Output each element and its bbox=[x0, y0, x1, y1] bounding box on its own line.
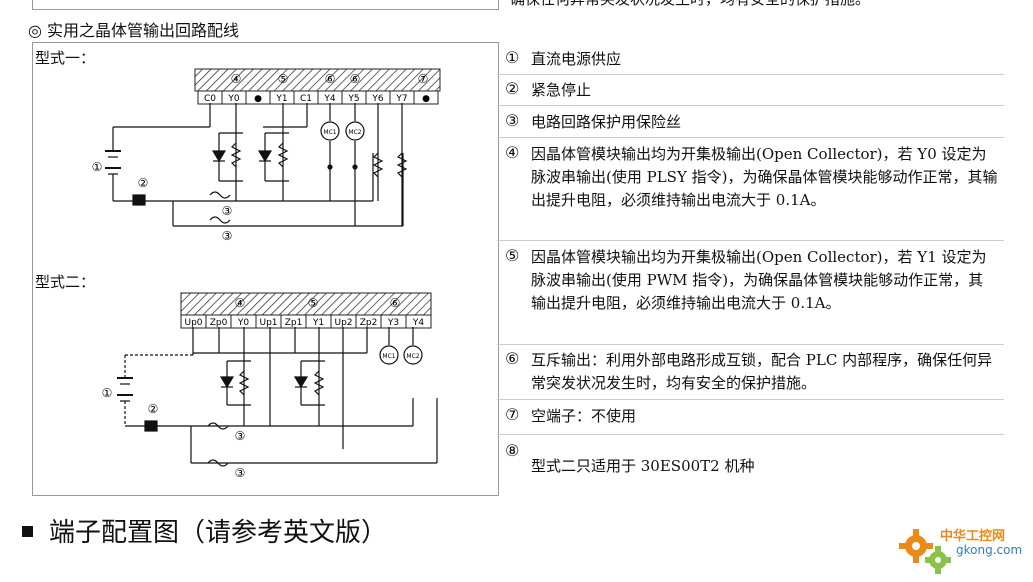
note-number: ① bbox=[505, 48, 520, 67]
terminal-label: Y0 bbox=[237, 318, 249, 328]
callout-marker: ④ bbox=[235, 296, 246, 310]
logo-text-url: gkong.com bbox=[956, 543, 1023, 557]
callout-marker: ① bbox=[92, 160, 103, 174]
terminal-label: Zp0 bbox=[210, 318, 228, 328]
gear-icon bbox=[899, 529, 951, 574]
terminal-label: Zp1 bbox=[285, 318, 303, 328]
terminal-label: Y1 bbox=[312, 318, 324, 328]
callout-marker: ③ bbox=[222, 204, 233, 218]
terminal-label: C0 bbox=[204, 94, 216, 104]
section-title: ◎ 实用之晶体管输出回路配线 bbox=[28, 21, 240, 40]
type2-label: 型式二： bbox=[35, 273, 96, 291]
top-note-fragment: 确保任何异常突发状况发生时，均有安全的保护措施。 bbox=[510, 0, 870, 9]
type2-callouts: ④ ⑤ ⑥ ① ② ③ ③ bbox=[102, 296, 401, 480]
terminal-label: ● bbox=[422, 94, 430, 104]
note-item: ⑥ 互斥输出：利用外部电路形成互锁，配合 PLC 内部程序，确保任何异常突发状况… bbox=[497, 345, 1004, 400]
note-item: ② 紧急停止 bbox=[497, 75, 1004, 106]
note-text: 电路回路保护用保险丝 bbox=[531, 113, 682, 131]
terminal-cell bbox=[413, 90, 439, 105]
note-item: ⑦ 空端子：不使用 bbox=[497, 400, 1004, 435]
note-number: ③ bbox=[505, 111, 520, 130]
bottom-heading: 端子配置图（请参考英文版） bbox=[22, 512, 387, 549]
note-text: 互斥输出：利用外部电路形成互锁，配合 PLC 内部程序，确保任何异常突发状况发生… bbox=[531, 351, 993, 392]
callout-marker: ⑤ bbox=[308, 296, 319, 310]
note-number: ④ bbox=[505, 143, 520, 162]
gkong-logo: 中华工控网 gkong.com bbox=[894, 520, 1029, 578]
terminal-label: Up0 bbox=[184, 318, 202, 328]
terminal-label: Y6 bbox=[371, 94, 383, 104]
type2-mc2-label: MC2 bbox=[406, 353, 419, 360]
note-item: ④ 因晶体管模块输出均为开集极输出(Open Collector)，若 Y0 设… bbox=[497, 138, 1004, 241]
callout-marker: ② bbox=[148, 402, 159, 416]
callout-marker: ⑥ bbox=[350, 72, 361, 86]
terminal-label: Y4 bbox=[323, 94, 335, 104]
square-bullet-icon bbox=[22, 525, 33, 537]
terminal-label: Up1 bbox=[259, 318, 277, 328]
note-text: 因晶体管模块输出均为开集极输出(Open Collector)，若 Y0 设定为… bbox=[531, 145, 998, 209]
note-item: ⑤ 因晶体管模块输出均为开集极输出(Open Collector)，若 Y1 设… bbox=[497, 241, 1004, 345]
note-text: 直流电源供应 bbox=[531, 50, 622, 68]
callout-marker: ① bbox=[102, 386, 113, 400]
note-number: ⑤ bbox=[505, 246, 520, 265]
note-number: ② bbox=[505, 79, 520, 98]
callout-marker: ⑥ bbox=[325, 72, 336, 86]
type2-components bbox=[144, 345, 423, 467]
note-item: ③ 电路回路保护用保险丝 bbox=[497, 106, 1004, 138]
callout-marker: ④ bbox=[231, 72, 242, 86]
note-number: ⑧ bbox=[505, 441, 520, 460]
type2-terminal-strip: Up0 Zp0 Y0 Up1 Zp1 Y1 Up2 Zp2 Y3 Y4 bbox=[180, 314, 432, 329]
type1-wires bbox=[105, 103, 404, 227]
terminal-label: ● bbox=[254, 94, 262, 104]
type1-label: 型式一： bbox=[35, 49, 96, 67]
note-number: ⑥ bbox=[505, 349, 520, 368]
callout-marker: ⑦ bbox=[418, 72, 429, 86]
note-text: 紧急停止 bbox=[531, 81, 592, 99]
terminal-cell bbox=[405, 314, 432, 329]
type2-wires bbox=[117, 327, 438, 464]
callout-marker: ⑥ bbox=[390, 296, 401, 310]
callout-marker: ③ bbox=[235, 466, 246, 480]
callout-marker: ③ bbox=[235, 429, 246, 443]
type1-mc2-label: MC2 bbox=[348, 129, 361, 136]
terminal-label: Y3 bbox=[387, 318, 399, 328]
callout-marker: ② bbox=[138, 176, 149, 190]
top-cut-box bbox=[32, 0, 499, 10]
type2-mc1-label: MC1 bbox=[382, 353, 395, 360]
type1-mc1-label: MC1 bbox=[323, 129, 336, 136]
note-item: ① 直流电源供应 bbox=[497, 44, 1004, 75]
bottom-heading-text: 端子配置图（请参考英文版） bbox=[49, 518, 388, 548]
terminal-label: C1 bbox=[300, 94, 312, 104]
terminal-label: Zp2 bbox=[360, 318, 378, 328]
terminal-label: Y5 bbox=[347, 94, 359, 104]
type1-terminal-strip: C0 Y0 ● Y1 C1 Y4 Y5 Y6 Y7 ● bbox=[197, 90, 439, 105]
terminal-label: Up2 bbox=[334, 318, 352, 328]
callout-marker: ⑤ bbox=[278, 72, 289, 86]
note-item: ⑧ 型式二只适用于 30ES00T2 机种 bbox=[497, 435, 1004, 491]
note-number: ⑦ bbox=[505, 405, 520, 424]
callout-marker: ③ bbox=[222, 229, 233, 243]
note-text: 空端子：不使用 bbox=[531, 407, 637, 425]
type1-components bbox=[132, 121, 408, 224]
terminal-label: Y7 bbox=[395, 94, 407, 104]
terminal-label: Y1 bbox=[275, 94, 287, 104]
note-text: 因晶体管模块输出均为开集极输出(Open Collector)，若 Y1 设定为… bbox=[531, 248, 987, 312]
terminal-label: Y4 bbox=[412, 318, 424, 328]
logo-text-cn: 中华工控网 bbox=[940, 529, 1006, 544]
note-text: 型式二只适用于 30ES00T2 机种 bbox=[531, 457, 755, 475]
terminal-label: Y0 bbox=[227, 94, 239, 104]
